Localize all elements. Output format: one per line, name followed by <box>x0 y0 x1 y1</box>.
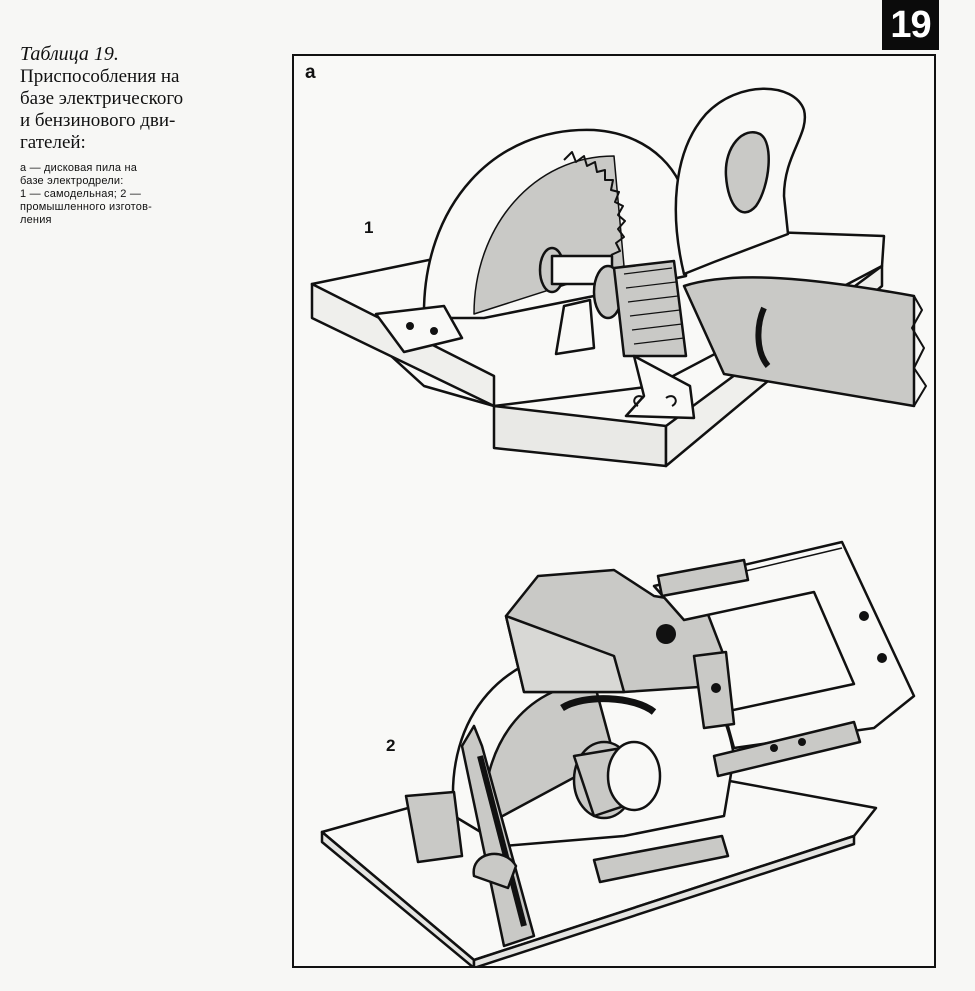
caption-title-line: базе электрического <box>20 88 184 109</box>
figure-label-1: 1 <box>364 218 374 237</box>
caption-title-line: и бензинового дви- <box>20 110 176 131</box>
panel-letter: а <box>305 62 316 83</box>
saw-illustration <box>310 87 927 966</box>
industrial-saw-drawing <box>320 540 916 966</box>
caption-title-line: Приспособления на <box>20 66 180 87</box>
legend-line: ления <box>20 214 52 226</box>
homemade-saw-drawing <box>310 87 927 468</box>
page-number-tab: 19 <box>882 0 939 50</box>
legend-line: базе электродрели: <box>20 175 124 187</box>
legend-line: а — дисковая пила на <box>20 162 138 174</box>
caption-title-line: гателей: <box>20 132 86 153</box>
caption-title: Приспособления на базе электрического и … <box>20 66 248 154</box>
caption-legend: а — дисковая пила на базе электродрели: … <box>20 162 248 227</box>
legend-line: промышленного изготов- <box>20 201 153 213</box>
figure-label-2: 2 <box>386 736 396 755</box>
figure-frame: а 1 2 <box>292 54 936 968</box>
figure-caption: Таблица 19. Приспособления на базе элект… <box>20 42 248 227</box>
legend-line: 1 — самодельная; 2 — <box>20 188 142 200</box>
table-number: Таблица 19. <box>20 43 119 65</box>
